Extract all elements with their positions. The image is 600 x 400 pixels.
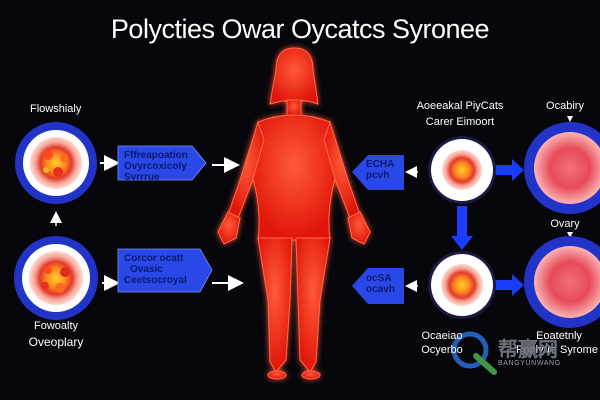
ovary-circle-icon — [524, 236, 600, 328]
left-bottom-label-2: Oveoplary — [28, 335, 84, 349]
right-bottom-box — [352, 268, 404, 304]
box-line: Fffreapoation — [124, 150, 188, 161]
follicle-circle-icon — [428, 136, 496, 204]
bottom-info-box — [117, 248, 213, 293]
box-line: Ovyrcoxicoly — [124, 161, 187, 172]
left-bottom-label-1: Fowoalty — [33, 320, 79, 332]
ovary-mid-label: Ovary — [550, 218, 580, 230]
follicle-circle-icon — [428, 251, 496, 319]
bottom-info-box-text: Corcor ocatt Ovasic Ceetsocroyal — [124, 253, 187, 286]
box-line: Syrrrue — [124, 172, 160, 183]
bottom-mid-label-2: Ocyerbo — [421, 344, 463, 356]
ovary-top-label: Ocabiry — [546, 100, 584, 112]
box-line: ocavh — [366, 284, 395, 295]
watermark-text-en: BANGYUNWANG — [498, 360, 561, 367]
bottom-right-label-2: Poalyrre Syrome — [516, 344, 598, 356]
bottom-mid-label-1: Ocaeiao — [421, 330, 463, 342]
box-line: ECHA — [366, 159, 395, 170]
ovary-circle-icon — [14, 236, 98, 320]
ovary-circle-icon — [15, 122, 97, 204]
box-line: Ovasic — [130, 264, 163, 275]
watermark-text-cn: 帮赢网 — [498, 339, 558, 361]
right-bottom-box-text: ocSA ocavh — [366, 273, 395, 295]
box-line: Ceetsocroyal — [124, 275, 187, 286]
box-line: Corcor ocatt — [124, 253, 184, 264]
ovary-circle-icon — [524, 122, 600, 214]
left-top-label: Flowshialy — [30, 103, 82, 115]
right-header-2: Carer Eimoort — [425, 116, 495, 128]
top-info-box-text: Fffreapoation Ovyrcoxicoly Syrrrue — [124, 150, 188, 183]
box-line: pcvh — [366, 170, 390, 181]
page-title: Polycties Owar Oycatcs Syronee — [110, 14, 490, 44]
bottom-right-label-1: Eoatetnly — [536, 330, 582, 342]
right-header-1: Aoeeakal PiyCats — [416, 100, 504, 112]
blue-arrow-down — [451, 206, 473, 250]
human-figure-icon — [217, 47, 371, 380]
top-info-box — [117, 145, 207, 181]
blue-arrow-right — [494, 159, 524, 181]
blue-arrow-right — [494, 274, 524, 296]
box-line: ocSA — [366, 273, 392, 284]
watermark-logo-icon — [451, 331, 497, 375]
right-top-box-text: ECHA pcvh — [366, 159, 394, 181]
right-top-box — [352, 155, 404, 190]
